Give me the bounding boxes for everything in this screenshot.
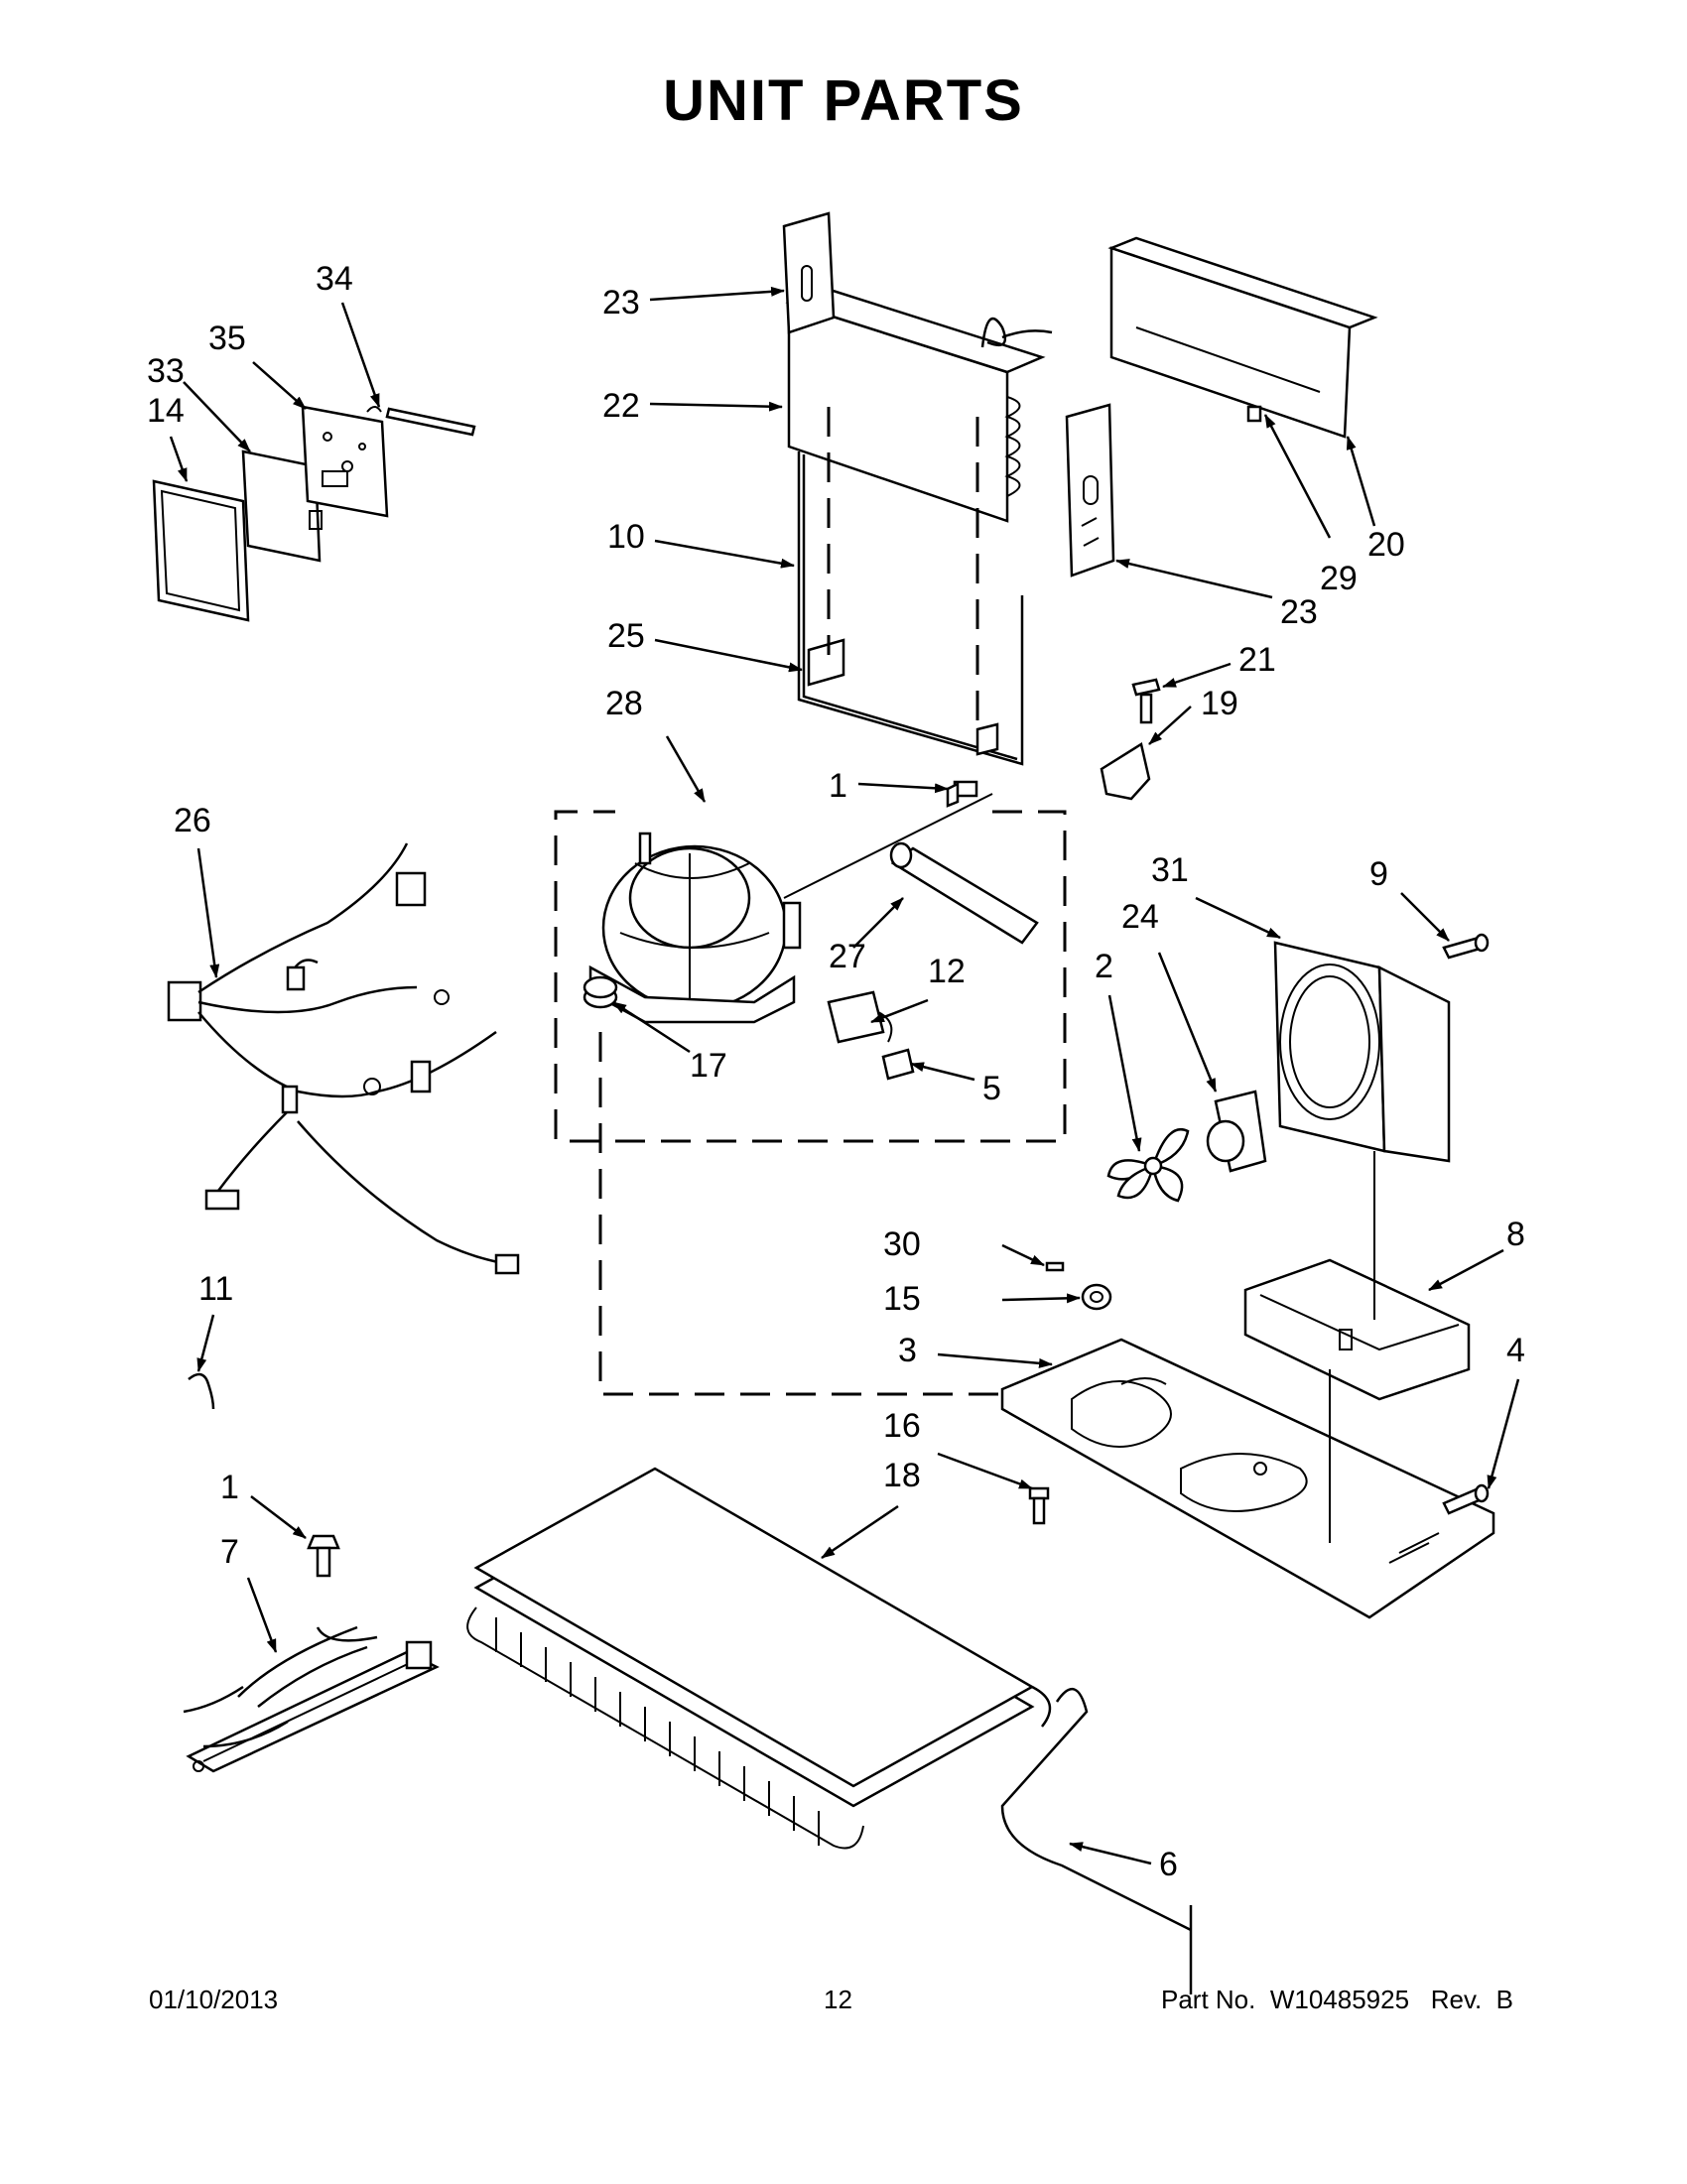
callout-33: 33 (147, 352, 185, 390)
callout-17: 17 (690, 1047, 727, 1085)
callout-29: 29 (1320, 560, 1358, 597)
screw-part-1-bottom (307, 1534, 340, 1578)
screw-part-1-top (946, 780, 978, 808)
control-cover-part-14 (152, 479, 250, 622)
callout-16: 16 (883, 1407, 921, 1445)
callout-27: 27 (829, 938, 866, 975)
callout-18: 18 (883, 1457, 921, 1494)
callout-3: 3 (898, 1332, 917, 1369)
leader-lines (169, 286, 1520, 1865)
screw-part-9 (1442, 933, 1490, 960)
grommet-part-15 (1081, 1283, 1112, 1311)
control-board-part-35 (301, 405, 389, 518)
footer-date: 01/10/2013 (149, 1985, 279, 2014)
callout-4: 4 (1506, 1332, 1525, 1369)
callout-15: 15 (883, 1280, 921, 1318)
callout-5: 5 (982, 1070, 1001, 1107)
callout-30: 30 (883, 1225, 921, 1263)
callout-8: 8 (1506, 1216, 1525, 1253)
callout-10: 10 (607, 518, 645, 556)
filter-drier-part-27 (889, 841, 1039, 945)
control-board-bracket-part-33 (241, 450, 323, 563)
screw-part-4 (1442, 1483, 1490, 1515)
compressor-kit-outline-part-28 (554, 810, 1067, 1143)
drain-trough-part-20 (1107, 236, 1378, 439)
footer-page-number: 12 (824, 1985, 852, 2014)
heater-bracket-part-25 (807, 638, 999, 756)
callout-28: 28 (605, 685, 643, 722)
sleeve-part-30 (1045, 1261, 1065, 1272)
cover-part-5 (881, 1048, 915, 1081)
callout-20: 20 (1367, 526, 1405, 564)
footer-part-number: Part No. W10485925 Rev. B (1161, 1985, 1514, 2014)
callout-35: 35 (208, 320, 246, 357)
clip-part-11 (188, 1372, 215, 1410)
compressor-bracket-part-8 (1243, 1258, 1471, 1401)
harness-part-7 (183, 1625, 440, 1773)
assembly-guide-lines (598, 407, 1375, 1543)
evaporator-part-22 (785, 286, 1053, 523)
callout-22: 22 (602, 387, 640, 425)
compressor-grommet-part-17 (583, 975, 618, 1009)
callout-25: 25 (607, 617, 645, 655)
callout-14: 14 (147, 392, 185, 430)
callout-1-top: 1 (829, 767, 847, 805)
evaporator-bracket-part-23-right (1065, 403, 1115, 578)
insulation-strip-part-34 (385, 407, 476, 437)
callout-31: 31 (1151, 851, 1189, 889)
callout-2: 2 (1095, 948, 1113, 985)
clip-part-29 (1246, 405, 1262, 423)
fan-motor-part-24 (1206, 1090, 1267, 1173)
wire-harness-part-26 (167, 842, 520, 1275)
callout-7: 7 (220, 1533, 239, 1571)
fan-shroud-part-31 (1273, 941, 1451, 1163)
callout-1-bottom: 1 (220, 1469, 239, 1506)
callout-labels: 34 35 33 14 23 22 10 25 28 1 23 29 20 21… (147, 260, 1525, 1883)
condenser-part-18 (466, 1467, 1052, 1850)
callout-21: 21 (1238, 641, 1276, 679)
drain-tube-part-6 (1000, 1688, 1193, 1994)
compressor-part-28 (588, 832, 802, 1024)
screw-part-21 (1131, 678, 1161, 724)
defrost-heater-part-10 (797, 451, 1024, 766)
callout-9: 9 (1369, 855, 1388, 893)
evaporator-bracket-part-23-left (782, 211, 836, 334)
callout-19: 19 (1201, 685, 1238, 722)
callout-6: 6 (1159, 1846, 1178, 1883)
callout-23-top: 23 (602, 284, 640, 321)
callout-26: 26 (174, 802, 211, 839)
fan-blade-part-2 (1106, 1128, 1190, 1203)
callout-24: 24 (1121, 898, 1159, 936)
callout-34: 34 (316, 260, 353, 298)
callout-11: 11 (198, 1270, 233, 1308)
callout-12: 12 (928, 953, 966, 990)
screw-part-16 (1028, 1486, 1050, 1525)
base-plate-part-3 (1000, 1338, 1495, 1619)
bracket-part-19 (1100, 742, 1151, 801)
callout-23-right: 23 (1280, 593, 1318, 631)
page-title: UNIT PARTS (663, 68, 1024, 133)
